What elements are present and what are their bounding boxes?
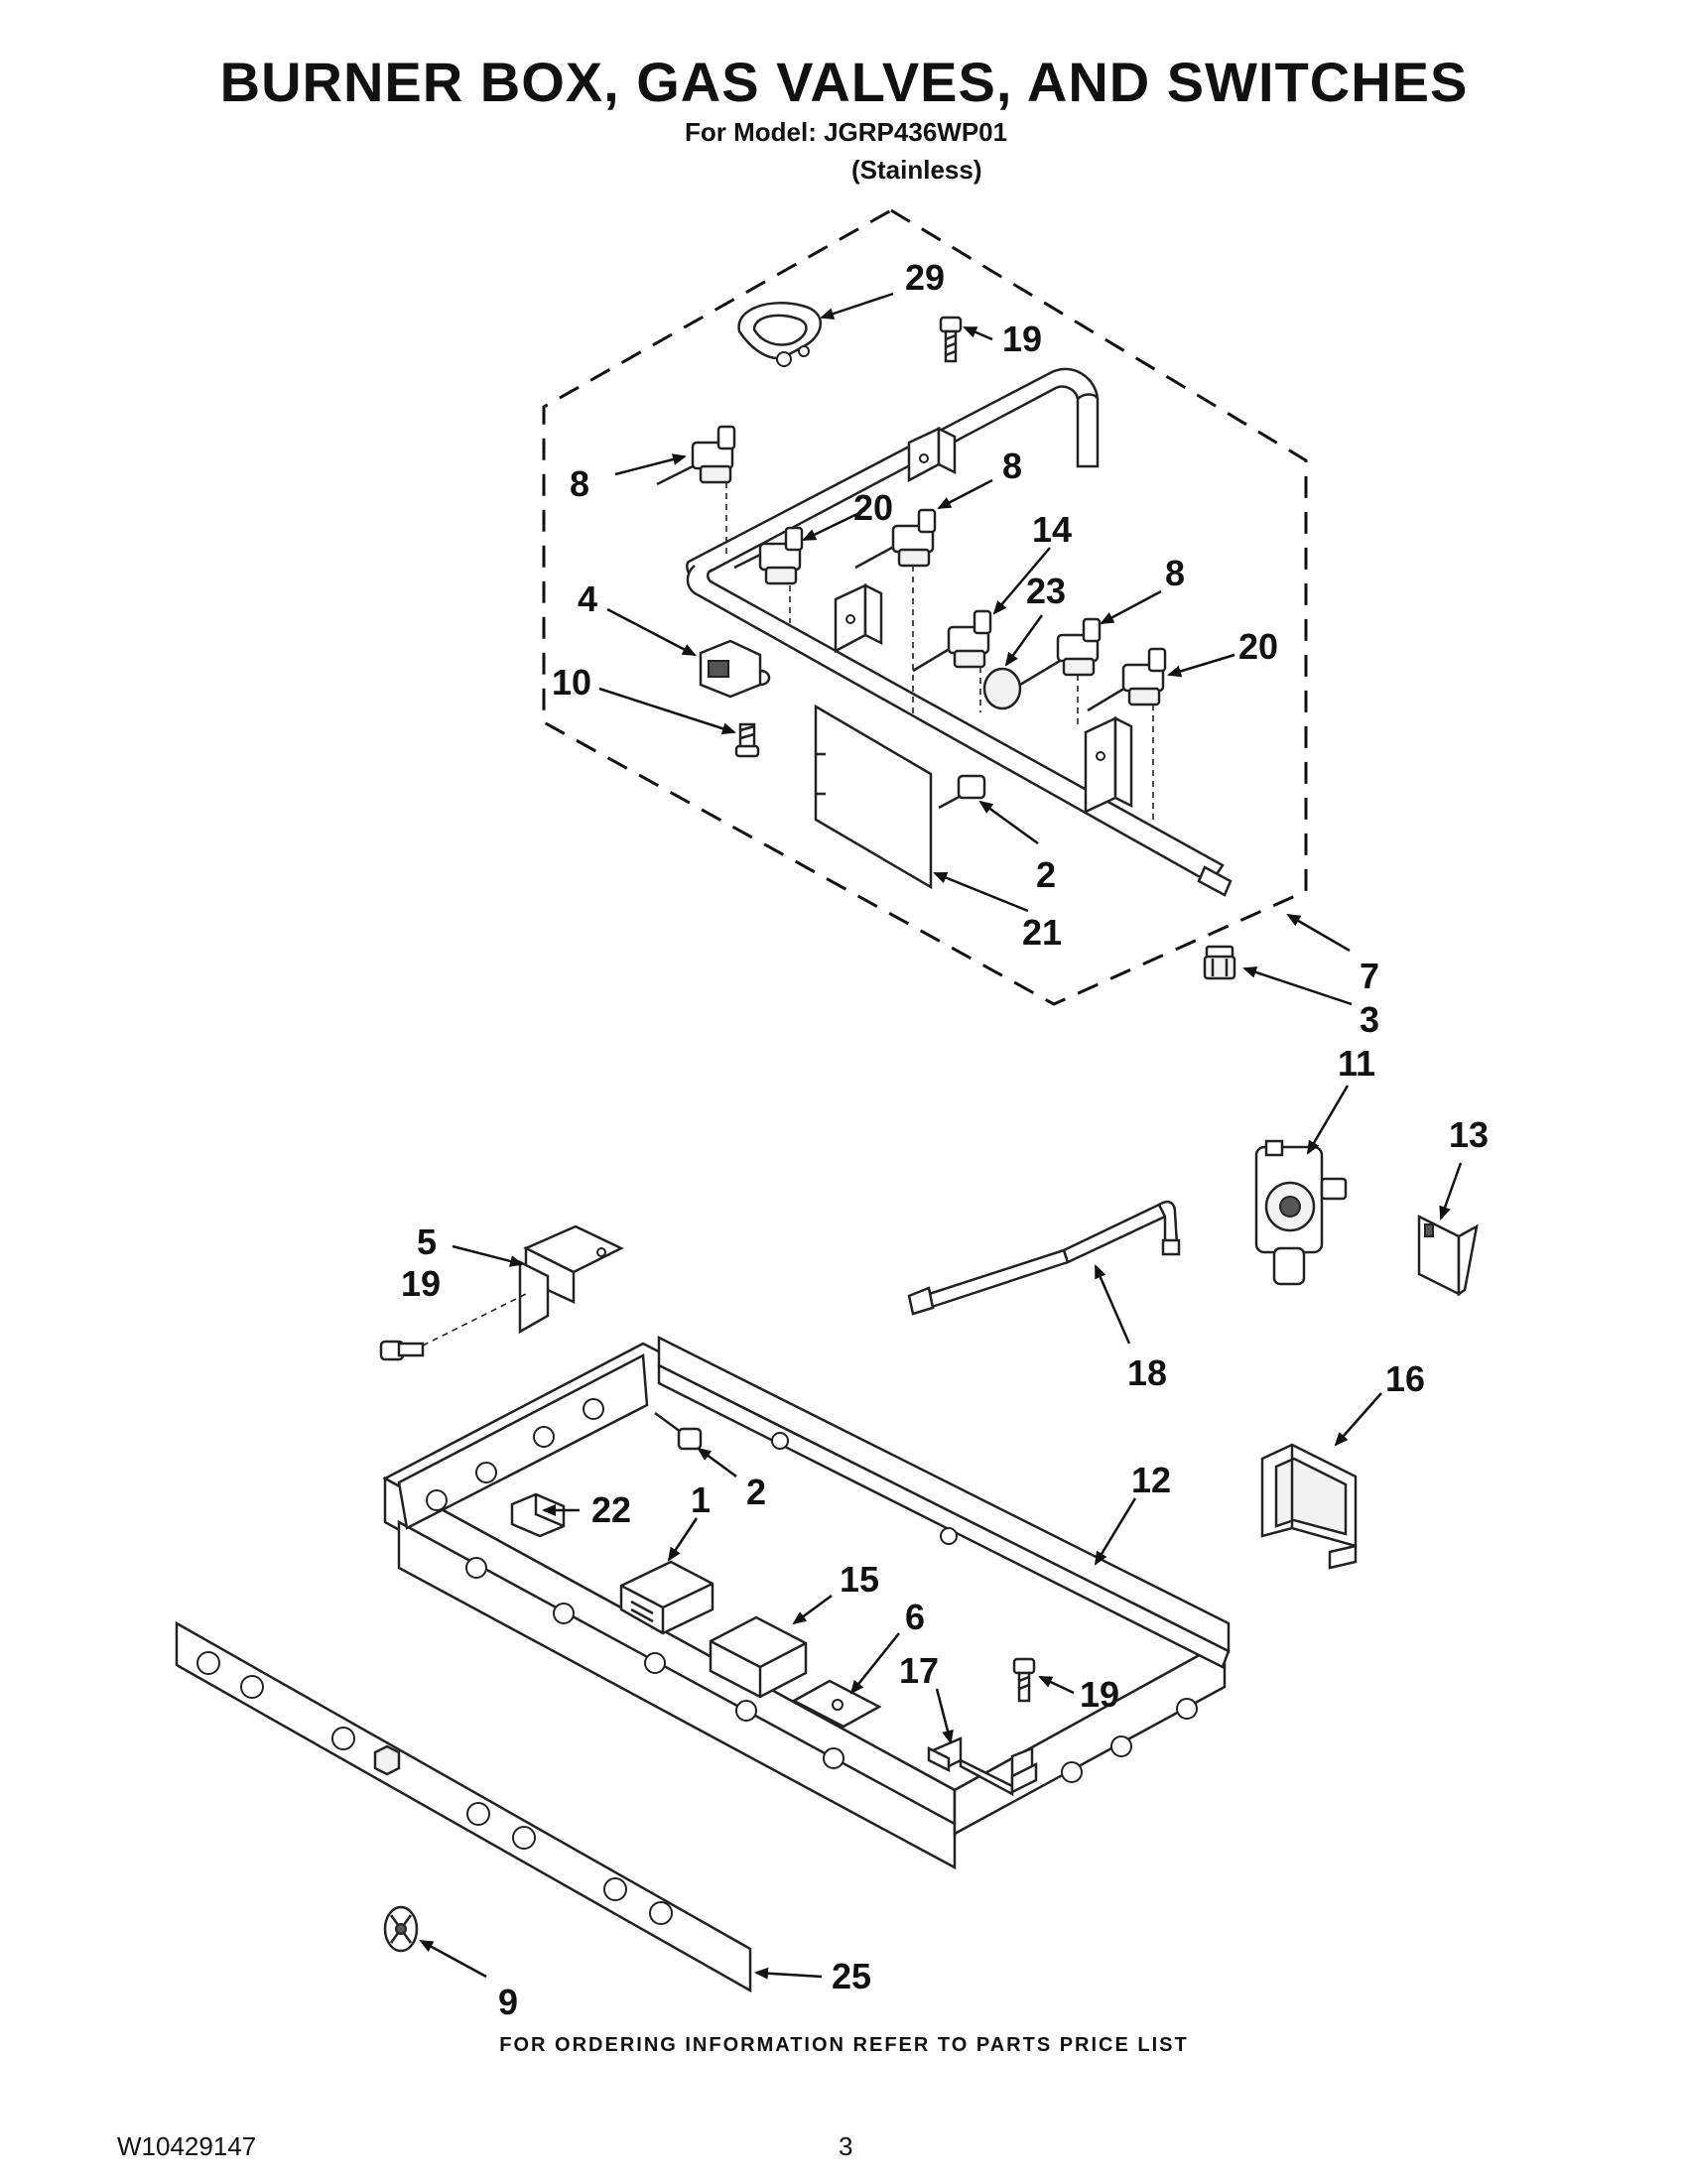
part-9-knob (383, 1905, 419, 1953)
callout-21: 21 (1022, 912, 1062, 953)
page-number: 3 (839, 2131, 853, 2161)
callout-2-upper: 2 (1036, 854, 1056, 895)
callout-12: 12 (1131, 1460, 1171, 1500)
part-4-clip (699, 639, 771, 699)
part-5-bracket (518, 1224, 624, 1335)
part-20-valve-right (1087, 647, 1167, 824)
part-19-screw-top (939, 316, 963, 363)
leader-lines (419, 292, 1463, 1980)
manifold-bracket-front (1084, 715, 1133, 814)
callout-13: 13 (1449, 1114, 1489, 1155)
part-19-screw-right (1012, 1657, 1036, 1703)
part-8-valve-right (1019, 617, 1102, 724)
callout-17: 17 (899, 1650, 939, 1691)
ordering-note: FOR ORDERING INFORMATION REFER TO PARTS … (499, 2034, 1189, 2056)
callout-8-center: 8 (1002, 446, 1022, 486)
callout-10: 10 (552, 662, 591, 703)
part-17-bracket (927, 1736, 1038, 1797)
part-15-module (709, 1615, 808, 1699)
callout-8-right: 8 (1165, 553, 1185, 593)
model-number: For Model: JGRP436WP01 (685, 117, 1008, 147)
part-2-screw-lower (654, 1411, 703, 1451)
callout-19-top: 19 (1002, 319, 1042, 359)
assembly-7-outline (542, 208, 1308, 1006)
callout-20-right: 20 (1238, 626, 1278, 667)
callout-5: 5 (417, 1221, 437, 1262)
callout-25: 25 (832, 1956, 871, 1996)
document-number: W10429147 (117, 2131, 257, 2161)
part-19-screw-left (379, 1291, 531, 1361)
callout-3: 3 (1360, 999, 1379, 1040)
callout-8-left: 8 (570, 463, 589, 504)
part-29-gasket (737, 302, 823, 367)
callout-20-left: 20 (853, 487, 893, 528)
callout-14: 14 (1032, 509, 1072, 550)
part-8-valve-center (854, 508, 937, 714)
callout-6: 6 (905, 1597, 925, 1637)
part-23-disc (982, 667, 1022, 710)
page-title: BURNER BOX, GAS VALVES, AND SWITCHES (219, 51, 1469, 113)
part-18-gas-tube (907, 1201, 1181, 1316)
part-20-valve-left (733, 526, 804, 623)
callout-23: 23 (1026, 571, 1066, 611)
callout-11: 11 (1338, 1043, 1375, 1084)
part-3-fitting (1203, 945, 1236, 980)
part-1-module (619, 1560, 714, 1635)
callout-7: 7 (1360, 956, 1379, 996)
callout-16: 16 (1385, 1358, 1425, 1399)
part-16-box (1260, 1443, 1358, 1570)
manifold-bracket-mid (834, 582, 883, 654)
part-21-cover-plate (814, 704, 933, 890)
part-8-valve-left (656, 425, 736, 556)
part-14-valve (912, 609, 992, 712)
model-variant: (Stainless) (851, 155, 982, 185)
part-2-screw-upper (938, 774, 986, 810)
callout-9: 9 (498, 1982, 518, 2022)
part-10-screw (734, 722, 760, 758)
callout-19-right: 19 (1080, 1674, 1119, 1715)
part-12-burner-box (382, 1335, 1231, 1870)
part-13-bracket (1417, 1214, 1479, 1297)
callout-18: 18 (1127, 1352, 1167, 1393)
callout-4: 4 (578, 578, 597, 619)
part-6-plate (791, 1679, 882, 1729)
callout-1: 1 (691, 1479, 711, 1520)
part-25-trim-panel (175, 1620, 752, 1993)
callout-15: 15 (840, 1559, 879, 1600)
callout-2-lower: 2 (746, 1472, 766, 1512)
part-11-regulator (1254, 1139, 1348, 1286)
callout-22: 22 (591, 1489, 631, 1530)
manifold-bracket-rear (907, 426, 957, 483)
callout-19-left: 19 (401, 1263, 441, 1304)
callout-29: 29 (905, 257, 945, 298)
